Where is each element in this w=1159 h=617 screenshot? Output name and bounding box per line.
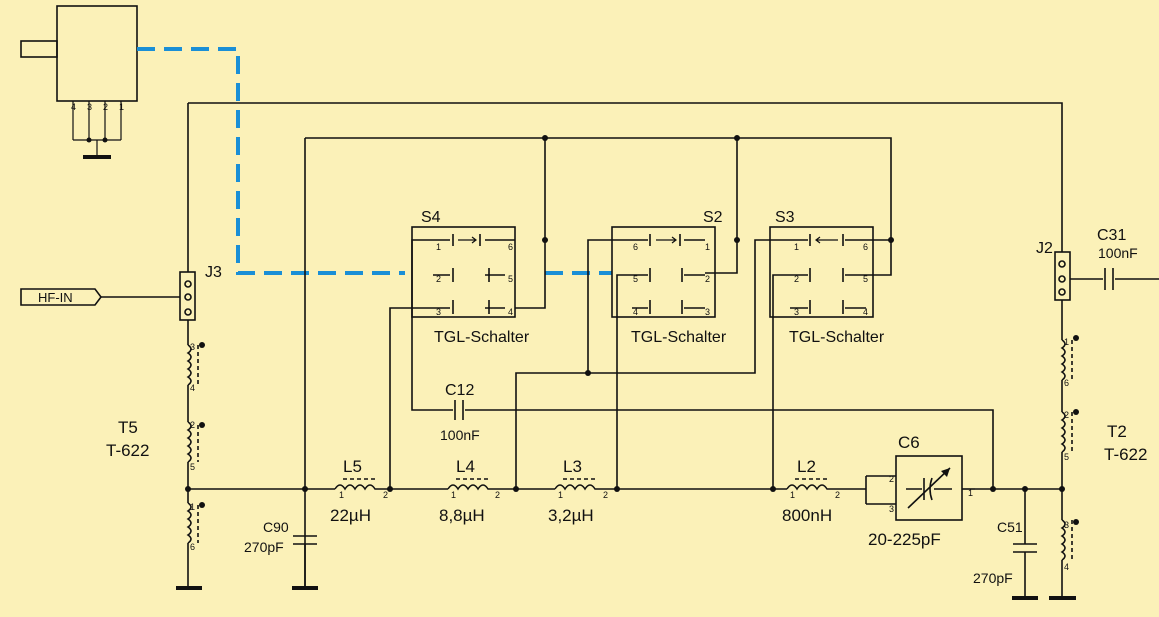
svg-text:1: 1 <box>794 242 799 252</box>
c90-capacitor: C90 270pF <box>244 519 318 590</box>
hf-in-label: HF-IN <box>38 290 73 305</box>
svg-text:6: 6 <box>508 242 513 252</box>
svg-text:6: 6 <box>1064 378 1069 388</box>
svg-text:4: 4 <box>633 307 638 317</box>
j2-label: J2 <box>1036 240 1053 257</box>
svg-text:2: 2 <box>436 274 441 284</box>
svg-text:2: 2 <box>603 490 608 500</box>
svg-text:4: 4 <box>508 307 513 317</box>
l3-inductor: L3 3,2µH 1 2 <box>548 457 608 525</box>
svg-text:1: 1 <box>190 502 195 512</box>
svg-text:2: 2 <box>835 490 840 500</box>
svg-text:1: 1 <box>339 490 344 500</box>
svg-text:5: 5 <box>633 274 638 284</box>
s3-type: TGL-Schalter <box>789 329 885 346</box>
c90-value: 270pF <box>244 539 284 555</box>
l3-value: 3,2µH <box>548 506 594 525</box>
svg-text:3: 3 <box>190 342 195 352</box>
motor-pin-4: 4 <box>71 102 76 112</box>
l4-value: 8,8µH <box>439 506 485 525</box>
t5-type: T-622 <box>106 441 149 460</box>
l5-inductor: L5 22µH 1 2 <box>330 457 388 525</box>
hf-in-connector: HF-IN <box>20 288 180 306</box>
l4-label: L4 <box>456 457 475 476</box>
svg-text:5: 5 <box>863 274 868 284</box>
svg-text:3: 3 <box>889 504 894 514</box>
motor-pin-3: 3 <box>87 102 92 112</box>
svg-text:5: 5 <box>190 462 195 472</box>
l5-label: L5 <box>343 457 362 476</box>
svg-text:1: 1 <box>705 242 710 252</box>
svg-text:1: 1 <box>558 490 563 500</box>
c6-variable-capacitor: 2 3 1 C6 20-225pF <box>865 433 975 549</box>
c51-label: C51 <box>997 519 1023 535</box>
t2-type: T-622 <box>1104 445 1147 464</box>
svg-text:2: 2 <box>190 420 195 430</box>
svg-text:4: 4 <box>863 307 868 317</box>
l3-label: L3 <box>563 457 582 476</box>
svg-text:1: 1 <box>1064 337 1069 347</box>
s4-type: TGL-Schalter <box>434 329 530 346</box>
c90-label: C90 <box>263 519 289 535</box>
svg-text:4: 4 <box>1064 562 1069 572</box>
svg-text:5: 5 <box>1064 452 1069 462</box>
l2-value: 800nH <box>782 506 832 525</box>
c12-capacitor: C12 100nF <box>440 382 994 489</box>
c6-value: 20-225pF <box>868 530 941 549</box>
l2-inductor: L2 800nH 1 2 <box>782 457 840 525</box>
svg-text:6: 6 <box>863 242 868 252</box>
s2-switch: S2 TGL-Schalter 6 1 5 2 4 3 <box>611 209 727 346</box>
s4-label: S4 <box>421 209 441 226</box>
l4-inductor: L4 8,8µH 1 2 <box>439 457 500 525</box>
c6-label: C6 <box>898 433 920 452</box>
mechanical-linkage <box>137 47 612 275</box>
c12-value: 100nF <box>440 427 480 443</box>
svg-text:3: 3 <box>1064 520 1069 530</box>
svg-text:2: 2 <box>495 490 500 500</box>
s3-label: S3 <box>775 209 795 226</box>
c31-label: C31 <box>1097 227 1126 244</box>
svg-text:2: 2 <box>705 274 710 284</box>
top-wires <box>187 102 1063 588</box>
svg-text:2: 2 <box>794 274 799 284</box>
motor-drive: 4 3 2 1 <box>20 5 138 159</box>
c12-label: C12 <box>445 382 474 399</box>
svg-text:1: 1 <box>968 488 973 498</box>
motor-pin-1: 1 <box>119 102 124 112</box>
svg-text:2: 2 <box>1064 410 1069 420</box>
switch-wires <box>389 237 894 489</box>
svg-text:6: 6 <box>633 242 638 252</box>
svg-text:3: 3 <box>436 307 441 317</box>
svg-text:2: 2 <box>889 474 894 484</box>
t2-transformer: 1 6 2 5 3 4 T2 T-622 <box>1049 300 1147 600</box>
motor-pin-2: 2 <box>103 102 108 112</box>
c51-value: 270pF <box>973 570 1013 586</box>
svg-text:3: 3 <box>794 307 799 317</box>
svg-text:3: 3 <box>705 307 710 317</box>
svg-text:1: 1 <box>451 490 456 500</box>
svg-text:1: 1 <box>436 242 441 252</box>
j2-connector: J2 C31 100nF <box>1036 227 1159 301</box>
s4-switch: S4 TGL-Schalter 1 6 2 5 3 4 <box>411 209 530 346</box>
s2-type: TGL-Schalter <box>631 329 727 346</box>
j3-label: J3 <box>205 264 222 281</box>
l5-value: 22µH <box>330 506 371 525</box>
svg-text:1: 1 <box>790 490 795 500</box>
svg-text:2: 2 <box>383 490 388 500</box>
j3-connector: J3 <box>179 264 222 321</box>
t5-transformer: 3 4 2 5 1 6 T5 T-622 <box>106 320 205 590</box>
svg-text:5: 5 <box>508 274 513 284</box>
l2-label: L2 <box>797 457 816 476</box>
s3-switch: S3 TGL-Schalter 1 6 2 5 3 4 <box>769 209 885 346</box>
c51-capacitor: C51 270pF <box>973 489 1038 600</box>
main-line <box>188 486 1065 492</box>
t2-label: T2 <box>1107 422 1127 441</box>
svg-text:4: 4 <box>190 383 195 393</box>
t5-label: T5 <box>118 418 138 437</box>
svg-text:6: 6 <box>190 542 195 552</box>
c31-value: 100nF <box>1098 245 1138 261</box>
s2-label: S2 <box>703 209 723 226</box>
